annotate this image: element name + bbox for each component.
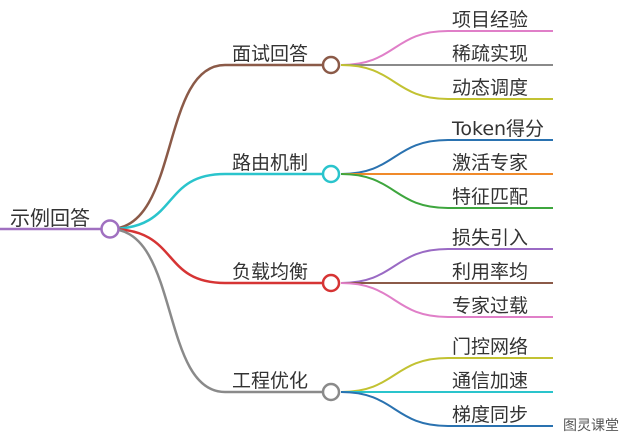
branch-node-3 bbox=[321, 382, 341, 402]
branch-node-2 bbox=[321, 273, 341, 293]
watermark: 图灵课堂 bbox=[563, 418, 619, 434]
leaf-label-3-0: 门控网络 bbox=[452, 336, 529, 358]
branch-label-0: 面试回答 bbox=[232, 43, 309, 65]
root-node-label: 示例回答 bbox=[10, 206, 90, 230]
leaf-connector-0-0 bbox=[340, 30, 553, 66]
branch-node-1 bbox=[321, 164, 341, 184]
branch-node-0 bbox=[321, 55, 341, 75]
leaf-label-3-2: 梯度同步 bbox=[452, 404, 529, 426]
leaf-connector-2-2 bbox=[340, 282, 553, 318]
branch-connector-1 bbox=[109, 172, 322, 231]
leaf-label-0-0: 项目经验 bbox=[452, 9, 529, 31]
branch-connector-3 bbox=[109, 227, 322, 394]
leaf-connector-3-2 bbox=[340, 391, 553, 427]
leaf-label-2-2: 专家过载 bbox=[452, 295, 529, 317]
branch-label-1: 路由机制 bbox=[232, 152, 309, 174]
leaf-label-0-1: 稀疏实现 bbox=[452, 43, 529, 65]
leaf-label-2-1: 利用率均 bbox=[452, 261, 529, 283]
leaf-label-1-1: 激活专家 bbox=[452, 152, 529, 174]
leaf-connector-2-0 bbox=[340, 248, 553, 284]
root-node bbox=[100, 219, 120, 239]
branch-connector-0 bbox=[109, 63, 322, 231]
leaf-connector-1-2 bbox=[340, 173, 553, 209]
leaf-label-3-1: 通信加速 bbox=[452, 370, 529, 392]
leaf-connector-0-2 bbox=[340, 64, 553, 100]
leaf-connector-3-0 bbox=[340, 357, 553, 393]
branch-label-3: 工程优化 bbox=[232, 370, 309, 392]
leaf-label-2-0: 损失引入 bbox=[452, 227, 529, 249]
branch-connector-2 bbox=[109, 227, 322, 285]
leaf-label-1-0: Token得分 bbox=[452, 118, 545, 140]
leaf-connector-1-0 bbox=[340, 139, 553, 175]
leaf-label-1-2: 特征匹配 bbox=[452, 186, 529, 208]
branch-label-2: 负载均衡 bbox=[232, 261, 309, 283]
leaf-label-0-2: 动态调度 bbox=[452, 77, 529, 99]
